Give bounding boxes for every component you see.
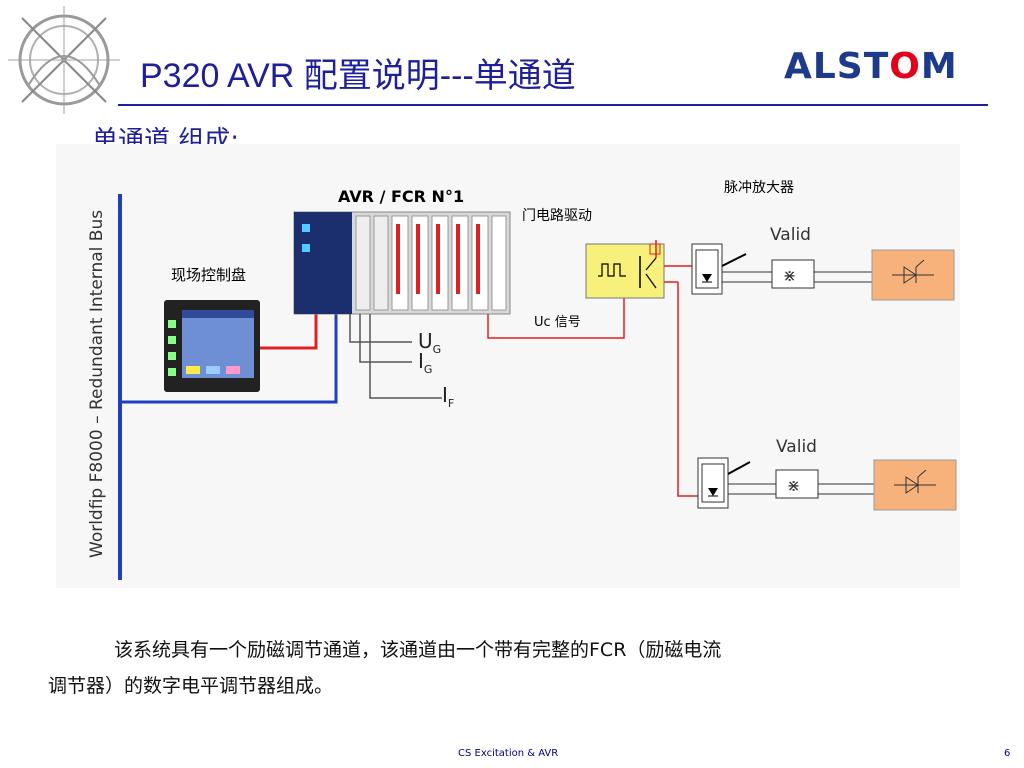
valid-label-2: Valid [776,437,817,457]
svg-text:⋇: ⋇ [787,476,800,495]
decorative-emblem-icon [8,6,120,114]
paragraph-line-1: 该系统具有一个励磁调节通道，该通道由一个带有完整的FCR（励磁电流 [114,639,722,661]
signal-ug-label: UG [418,329,441,356]
field-control-panel [164,300,260,392]
paragraph-line-2: 调节器）的数字电平调节器组成。 [48,675,334,697]
signal-ig-label: IG [418,349,432,376]
page-number: 6 [1004,748,1011,759]
svg-text:⋇: ⋇ [783,266,796,285]
bus-to-panel-line [120,314,338,404]
signal-ug-line [349,314,412,343]
alstom-logo: ALSTOM [784,46,958,87]
uc-signal-line [487,298,625,339]
avr-fcr-rack [293,211,511,315]
uc-signal-label: Uc 信号 [534,315,581,330]
valid-label-1: Valid [770,225,811,245]
gate-to-amp2-line [677,282,698,497]
signal-ig-line [359,314,412,363]
signal-if-label: IF [442,383,454,410]
panel-label: 现场控制盘 [171,266,246,284]
signal-if-line [369,314,442,399]
single-channel-diagram: Worldfip F8000 – Redundant Internal Bus … [56,144,960,588]
gate-driver-label: 门电路驱动 [522,208,592,224]
pulse-amp-channel-2: Valid ⋇ [697,437,957,511]
bus-label: Worldfip F8000 – Redundant Internal Bus [87,210,107,558]
title-divider [118,104,988,106]
pulse-amp-label: 脉冲放大器 [724,180,794,196]
panel-to-rack-line [260,314,318,350]
logo-text-1: ALST [784,46,890,87]
pulse-amp-channel-1: Valid ⋇ [691,225,955,301]
footer-text: CS Excitation & AVR [458,748,559,759]
rack-title: AVR / FCR N°1 [338,187,464,206]
description-paragraph: 该系统具有一个励磁调节通道，该通道由一个带有完整的FCR（励磁电流 调节器）的数… [48,632,968,704]
page-title: P320 AVR 配置说明---单通道 [140,57,576,95]
logo-text-o: O [889,46,921,87]
logo-text-2: M [920,46,958,87]
gate-driver-box [585,240,665,299]
